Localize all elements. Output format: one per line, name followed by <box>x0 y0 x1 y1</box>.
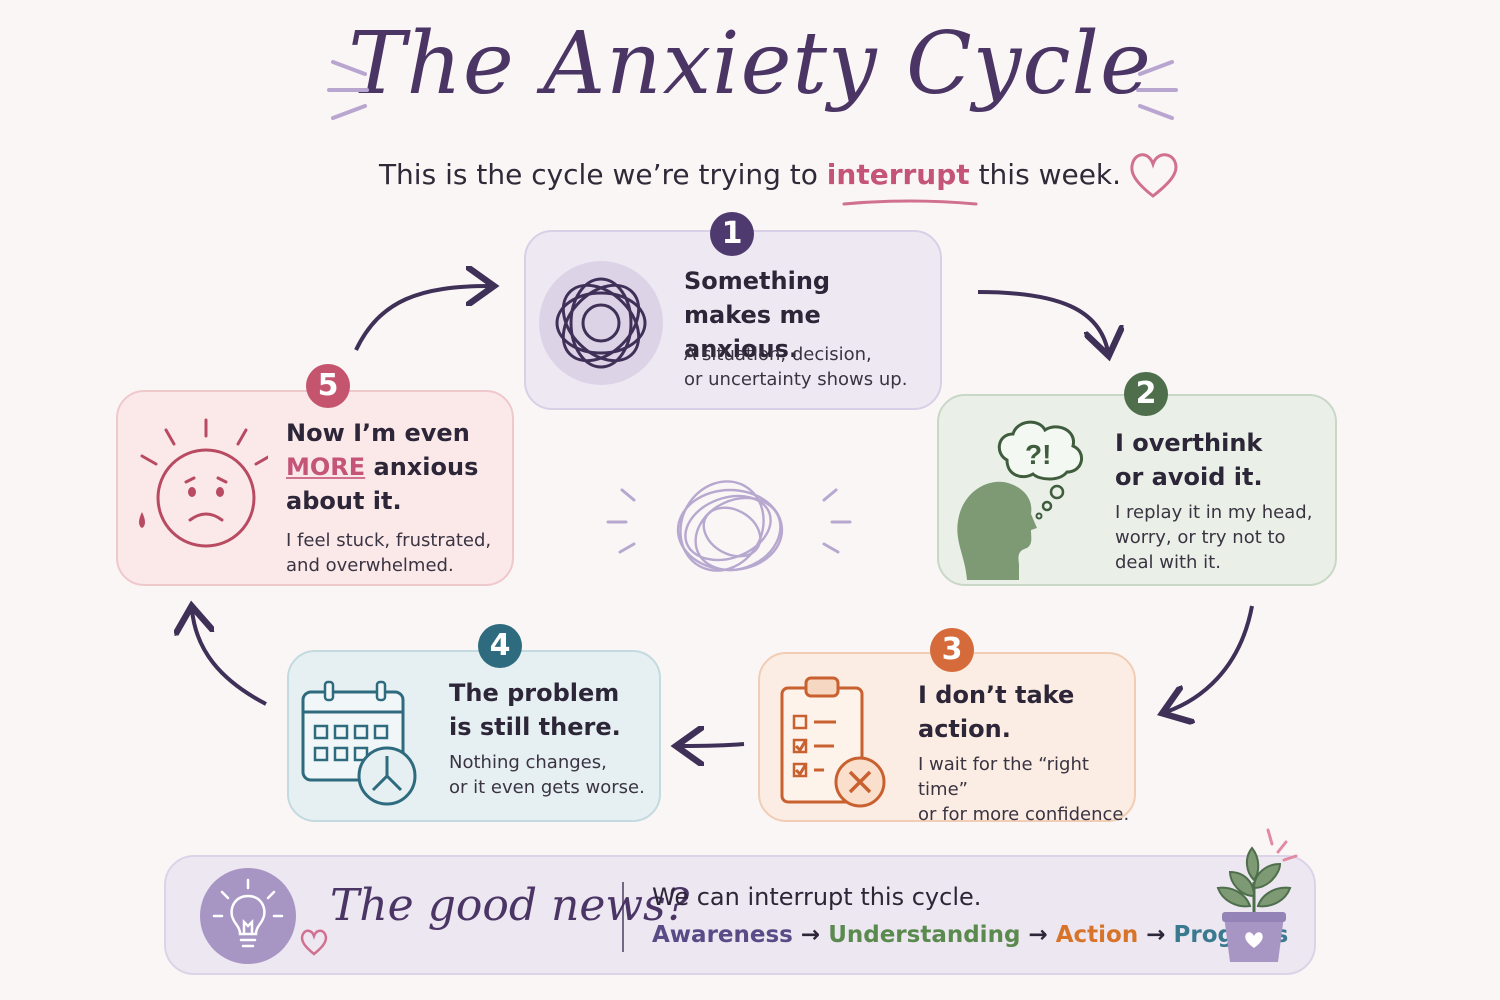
progression-understanding: Understanding <box>828 922 1021 948</box>
progression-arrow-1: → <box>800 922 821 948</box>
arrow-3-to-4 <box>680 744 745 746</box>
step-heading-1: Something makes me anxious. <box>684 264 940 366</box>
step-heading-1-line-2: makes me anxious. <box>684 301 821 363</box>
step-heading-3-line-1: I don’t take <box>918 681 1075 709</box>
progression-arrow-3: → <box>1146 922 1166 948</box>
step-heading-4: The problem is still there. <box>449 676 621 744</box>
interrupt-message: We can interrupt this cycle. <box>652 883 982 911</box>
step-badge-2: 2 <box>1124 372 1168 416</box>
step-heading-5: Now I’m even MORE anxious about it. <box>286 416 478 518</box>
progression-awareness: Awareness <box>652 922 793 948</box>
step-badge-4: 4 <box>478 624 522 668</box>
more-emphasis: MORE <box>286 453 366 481</box>
step-badge-1: 1 <box>710 212 754 256</box>
subtitle-text-before: This is the cycle we’re trying to <box>378 158 827 191</box>
clipboard-x-icon <box>780 676 886 808</box>
step-description-4: Nothing changes, or it even gets worse. <box>449 750 645 800</box>
progression-action: Action <box>1055 922 1139 948</box>
highlight-underline <box>842 199 978 206</box>
arrow-1-to-2 <box>977 290 1108 352</box>
step-description-4-line-2: or it even gets worse. <box>449 777 645 798</box>
step-heading-4-line-2: is still there. <box>449 713 621 741</box>
banner-divider <box>622 882 624 952</box>
step-heading-5-line-2: MORE anxious <box>286 450 478 484</box>
arrow-4-to-5 <box>192 610 267 706</box>
subtitle-text-after: this week. <box>969 158 1122 191</box>
step-card-2: ?! I overthink or avoid it. I replay it … <box>937 394 1337 586</box>
step-heading-2-line-1: I overthink <box>1115 429 1263 457</box>
good-news-banner <box>164 855 1316 975</box>
calendar-clock-icon <box>301 680 417 806</box>
step-heading-2-line-2: or avoid it. <box>1115 463 1263 491</box>
step-description-2-line-3: deal with it. <box>1115 552 1221 573</box>
progression-arrow-2: → <box>1028 922 1048 948</box>
step-description-2-line-1: I replay it in my head, <box>1115 502 1313 523</box>
step-heading-2: I overthink or avoid it. <box>1115 426 1263 494</box>
step-description-4-line-1: Nothing changes, <box>449 752 607 773</box>
step-description-5-line-2: and overwhelmed. <box>286 555 454 576</box>
progression-line: Awareness → Understanding → Action → Pro… <box>652 922 1288 948</box>
subtitle-highlight: interrupt <box>826 158 970 191</box>
heart-icon <box>1130 153 1178 198</box>
potted-plant-icon <box>1216 828 1298 962</box>
step-description-1-line-2: or uncertainty shows up. <box>684 369 908 390</box>
step-description-2-line-2: worry, or try not to <box>1115 527 1286 548</box>
step-heading-5-line-2-rest: anxious <box>365 453 479 481</box>
tangled-scribble-icon <box>539 261 663 385</box>
arrow-2-to-3 <box>1166 605 1254 712</box>
step-description-5-line-1: I feel stuck, frustrated, <box>286 530 492 551</box>
page-title: The Anxiety Cycle <box>348 14 1152 114</box>
thinking-head-icon: ?! <box>957 420 1083 580</box>
step-card-3: I don’t take action. I wait for the “rig… <box>758 652 1136 825</box>
step-description-1-line-1: A situation, decision, <box>684 344 872 365</box>
step-heading-3: I don’t take action. <box>918 678 1074 746</box>
arrow-5-to-1 <box>354 286 490 351</box>
center-tangle-icon <box>606 480 852 572</box>
step-badge-5: 5 <box>306 364 350 408</box>
sad-face-icon <box>139 418 268 548</box>
step-description-5: I feel stuck, frustrated, and overwhelme… <box>286 528 491 578</box>
step-heading-5-line-3: about it. <box>286 487 402 515</box>
small-heart-icon <box>300 929 328 956</box>
step-heading-1-line-1: Something <box>684 267 831 295</box>
sparkle-lines-right-icon <box>1136 60 1178 120</box>
good-news-heading: The good news? <box>330 880 690 931</box>
step-description-3-line-2: or for more confidence. <box>918 804 1130 825</box>
step-heading-3-line-2: action. <box>918 715 1011 743</box>
thought-text: ?! <box>1025 439 1051 470</box>
step-card-4: The problem is still there. Nothing chan… <box>287 650 661 822</box>
step-card-1: Something makes me anxious. A situation,… <box>524 230 942 410</box>
subtitle: This is the cycle we’re trying to interr… <box>0 158 1500 191</box>
step-description-1: A situation, decision, or uncertainty sh… <box>684 342 907 392</box>
step-heading-5-line-1: Now I’m even <box>286 419 470 447</box>
step-description-2: I replay it in my head, worry, or try no… <box>1115 500 1312 575</box>
step-card-5: Now I’m even MORE anxious about it. I fe… <box>116 390 514 586</box>
lightbulb-icon <box>200 868 296 964</box>
step-badge-3: 3 <box>930 628 974 672</box>
step-heading-4-line-1: The problem <box>449 679 620 707</box>
sparkle-lines-left-icon <box>327 60 369 120</box>
step-description-3: I wait for the “right time” or for more … <box>918 752 1134 827</box>
step-description-3-line-1: I wait for the “right time” <box>918 754 1089 800</box>
